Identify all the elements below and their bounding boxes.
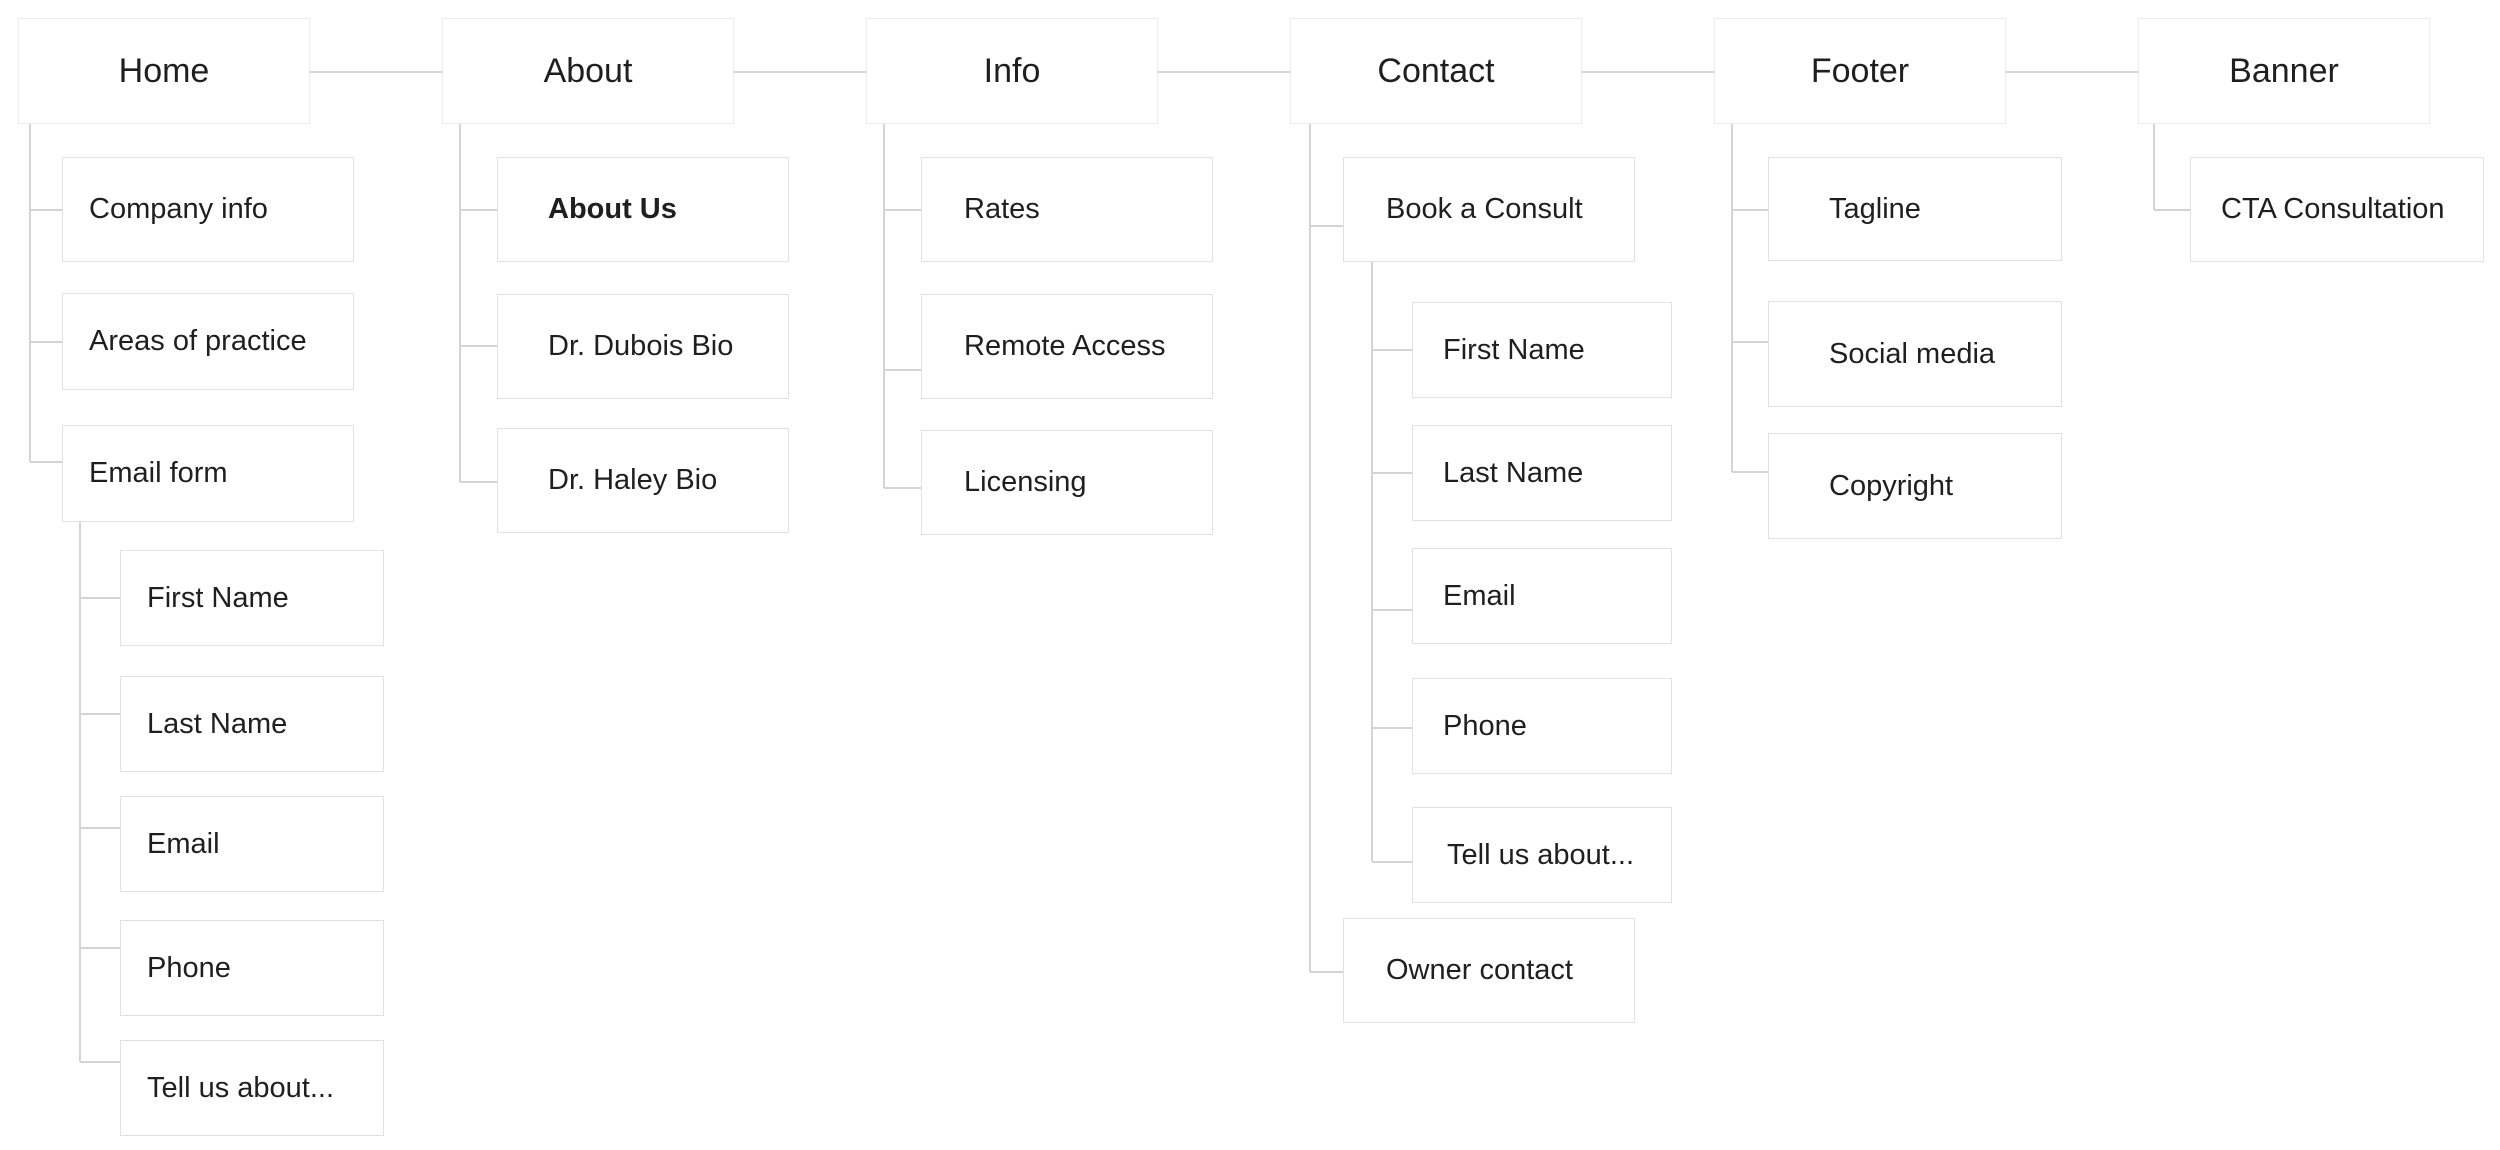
info-licensing[interactable]: Licensing: [921, 430, 1213, 535]
banner-cta-consultation[interactable]: CTA Consultation: [2190, 157, 2484, 262]
page-banner[interactable]: Banner: [2138, 18, 2430, 124]
about-about-us[interactable]: About Us: [497, 157, 789, 262]
page-info[interactable]: Info: [866, 18, 1158, 124]
page-contact[interactable]: Contact: [1290, 18, 1582, 124]
contact-form-tell-us-about[interactable]: Tell us about...: [1412, 807, 1672, 903]
contact-form-last-name[interactable]: Last Name: [1412, 425, 1672, 521]
home-form-email[interactable]: Email: [120, 796, 384, 892]
contact-form-email[interactable]: Email: [1412, 548, 1672, 644]
contact-book-a-consult[interactable]: Book a Consult: [1343, 157, 1635, 262]
home-form-tell-us-about[interactable]: Tell us about...: [120, 1040, 384, 1136]
page-home[interactable]: Home: [18, 18, 310, 124]
about-dr-haley-bio[interactable]: Dr. Haley Bio: [497, 428, 789, 533]
page-about[interactable]: About: [442, 18, 734, 124]
home-form-first-name[interactable]: First Name: [120, 550, 384, 646]
home-form-last-name[interactable]: Last Name: [120, 676, 384, 772]
footer-social-media[interactable]: Social media: [1768, 301, 2062, 407]
home-company-info[interactable]: Company info: [62, 157, 354, 262]
info-rates[interactable]: Rates: [921, 157, 1213, 262]
contact-form-phone[interactable]: Phone: [1412, 678, 1672, 774]
home-form-phone[interactable]: Phone: [120, 920, 384, 1016]
info-remote-access[interactable]: Remote Access: [921, 294, 1213, 399]
footer-tagline[interactable]: Tagline: [1768, 157, 2062, 261]
contact-owner-contact[interactable]: Owner contact: [1343, 918, 1635, 1023]
footer-copyright[interactable]: Copyright: [1768, 433, 2062, 539]
page-footer[interactable]: Footer: [1714, 18, 2006, 124]
contact-form-first-name[interactable]: First Name: [1412, 302, 1672, 398]
home-areas-of-practice[interactable]: Areas of practice: [62, 293, 354, 390]
about-dr-dubois-bio[interactable]: Dr. Dubois Bio: [497, 294, 789, 399]
home-email-form[interactable]: Email form: [62, 425, 354, 522]
